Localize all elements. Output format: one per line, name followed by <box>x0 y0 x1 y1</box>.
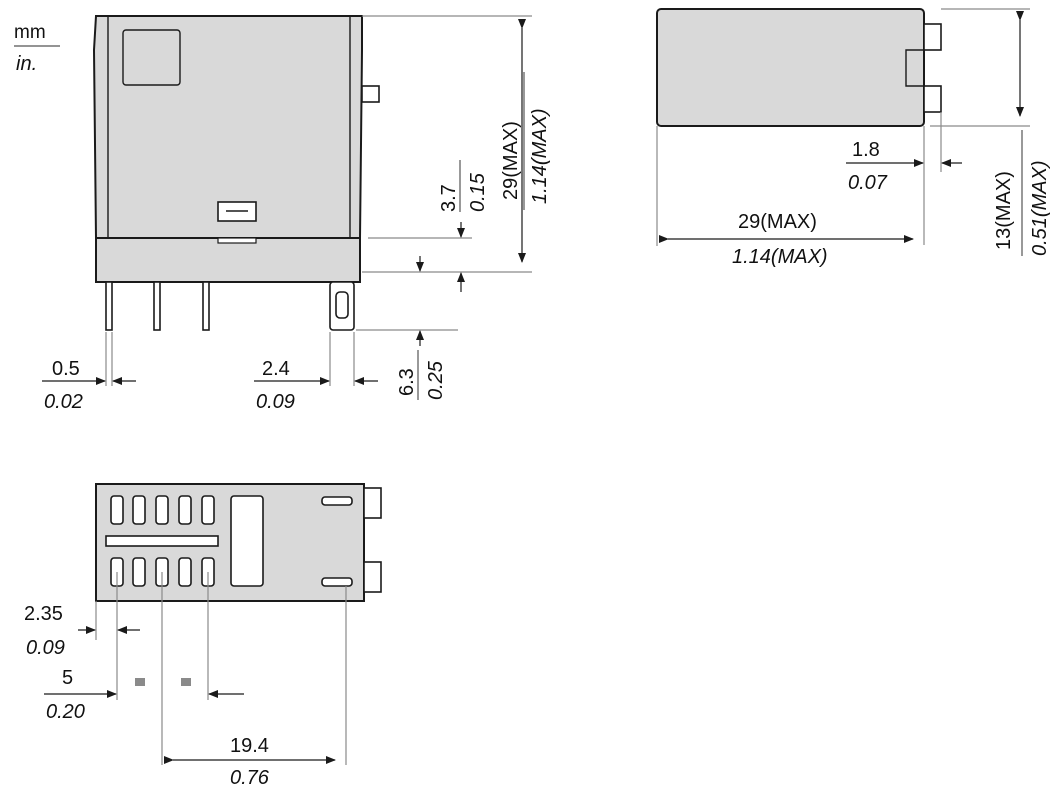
dim-tab-offset-in: 0.07 <box>848 172 888 194</box>
dim-pin-width-in: 0.02 <box>44 391 83 413</box>
bottom-view-slot <box>132 557 146 587</box>
dim-side-height-mm: 29(MAX) <box>500 121 522 200</box>
dim-pin-pitch-mm: 5 <box>62 667 73 689</box>
dim-edge-offset-mm: 2.35 <box>24 603 63 625</box>
unit-in: in. <box>16 53 37 75</box>
bottom-view-divider <box>105 535 219 547</box>
bottom-view-tab <box>363 487 382 519</box>
bottom-view-latch <box>321 496 353 506</box>
dim-base-offset-in: 0.15 <box>467 172 489 212</box>
side-view-window <box>122 29 181 86</box>
bottom-view-tab <box>363 561 382 593</box>
side-view-base-notch <box>217 237 257 244</box>
dim-base-offset-mm: 3.7 <box>438 184 460 212</box>
unit-legend: mm in. <box>14 22 60 75</box>
bottom-view-slot <box>132 495 146 525</box>
dim-pin-length-mm: 6.3 <box>396 368 418 396</box>
bottom-view-coil-window <box>230 495 264 587</box>
dim-pin-width-mm: 0.5 <box>52 358 80 380</box>
bottom-view-slot <box>178 495 192 525</box>
side-view-pin <box>153 281 161 331</box>
pitch-marker <box>181 678 191 686</box>
dim-side-height-in: 1.14(MAX) <box>529 108 551 204</box>
side-view-latch <box>361 85 380 103</box>
bottom-view: 2.35 0.09 5 0.20 19.4 0.76 <box>24 483 382 789</box>
dim-top-height-mm: 13(MAX) <box>993 171 1015 250</box>
dim-tab-width-in: 0.09 <box>256 391 295 413</box>
unit-mm: mm <box>14 22 46 43</box>
dim-top-width-mm: 29(MAX) <box>738 211 817 233</box>
dim-top-width-in: 1.14(MAX) <box>732 246 828 268</box>
side-view-pin <box>105 281 113 331</box>
side-view: 29(MAX) 1.14(MAX) 3.7 0.15 6.3 0.25 0.5 … <box>42 15 551 413</box>
side-view-tab-hole <box>335 291 349 319</box>
bottom-view-slot <box>201 495 215 525</box>
dim-edge-offset-in: 0.09 <box>26 637 65 659</box>
bottom-view-slot <box>110 495 124 525</box>
dim-tab-width-mm: 2.4 <box>262 358 290 380</box>
bottom-view-slot <box>178 557 192 587</box>
bottom-view-latch <box>321 577 353 587</box>
top-view: 13(MAX) 0.51(MAX) 1.8 0.07 29(MAX) 1.14(… <box>656 8 1051 268</box>
top-view-notch <box>905 49 924 87</box>
bottom-view-slot <box>155 495 169 525</box>
side-view-base <box>95 237 361 283</box>
dim-pin-length-in: 0.25 <box>425 360 447 400</box>
dim-pin-pitch-in: 0.20 <box>46 701 85 723</box>
pitch-marker <box>135 678 145 686</box>
dim-span-in: 0.76 <box>230 767 270 789</box>
dim-tab-offset-mm: 1.8 <box>852 139 880 161</box>
top-view-body <box>656 8 925 127</box>
top-view-tab <box>923 23 942 51</box>
top-view-tab <box>923 85 942 113</box>
side-view-pin <box>202 281 210 331</box>
dim-span-mm: 19.4 <box>230 735 269 757</box>
dim-top-height-in: 0.51(MAX) <box>1029 160 1051 256</box>
